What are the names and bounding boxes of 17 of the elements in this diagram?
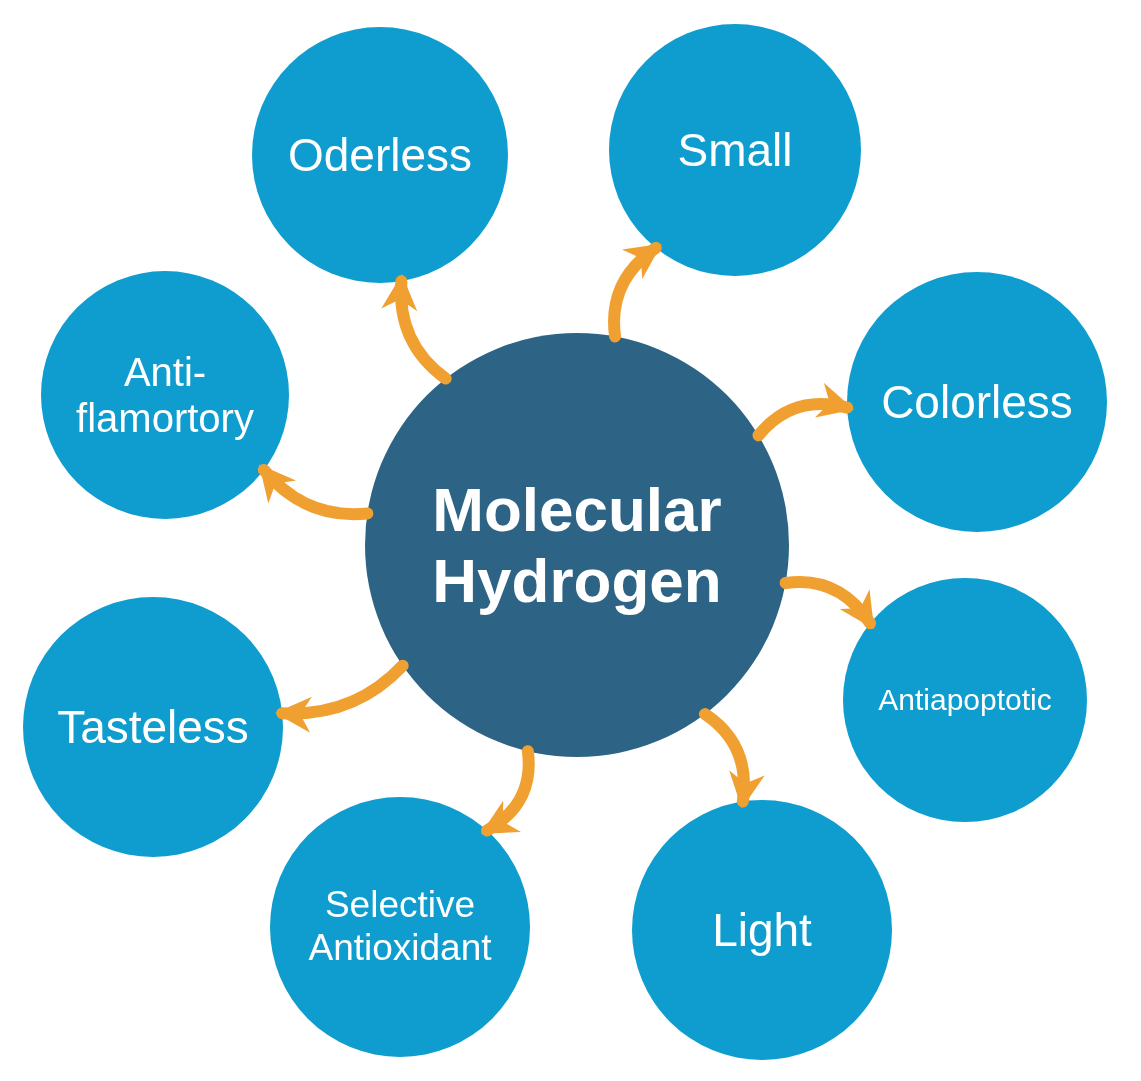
node-label: Small [677,123,793,177]
curved-arrow [608,241,662,343]
node-label: Anti- flamortory [75,349,255,441]
curved-arrow [698,708,764,809]
node-label: Selective Antioxidant [307,884,493,970]
node-label: Colorless [881,375,1073,429]
curved-arrow [382,274,452,385]
curved-arrow [752,383,855,442]
node-label: Molecular Hydrogen [431,473,723,617]
curved-arrow [480,745,535,837]
curved-arrow [779,575,877,630]
node-label: Oderless [287,128,473,182]
node-label: Light [712,903,812,957]
node-label: Antiapoptotic [878,682,1052,718]
curved-arrow [257,463,374,521]
node-label: Tasteless [57,700,249,754]
curved-arrow [275,659,409,732]
